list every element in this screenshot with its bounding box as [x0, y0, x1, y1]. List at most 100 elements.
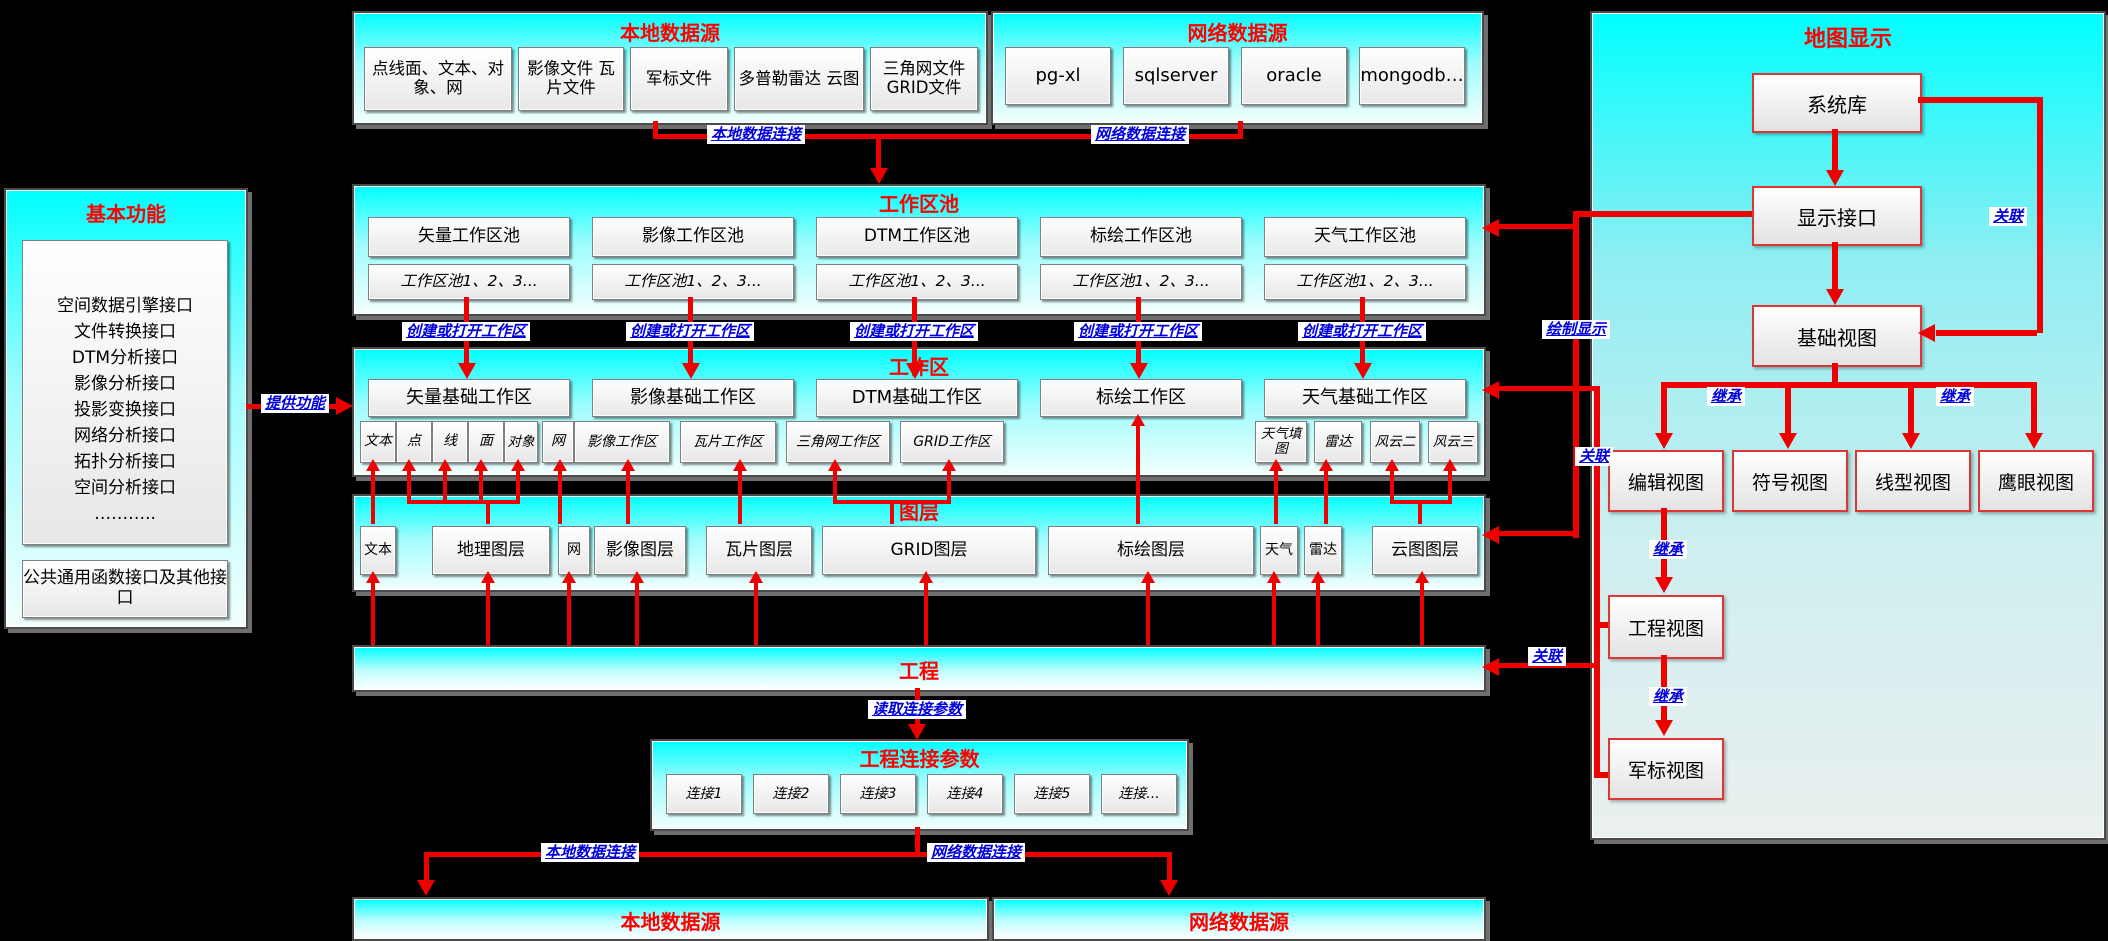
- pool-box: 标绘工作区池: [1040, 217, 1242, 257]
- arrowhead-down: [906, 363, 924, 379]
- arrowhead-up: [749, 571, 763, 583]
- connector-line: [567, 581, 571, 645]
- db-item: oracle: [1241, 47, 1347, 105]
- source-item: 点线面、文本、对象、网: [364, 47, 512, 111]
- source-item: 影像文件 瓦片文件: [518, 47, 624, 111]
- interface-item: 空间分析接口: [74, 478, 176, 498]
- connector-line: [1661, 382, 1667, 434]
- connector-line: [947, 469, 951, 502]
- connector-line: [1274, 469, 1278, 524]
- arrowhead-left: [1482, 658, 1499, 676]
- create-open-label: 创建或打开工作区: [849, 322, 979, 341]
- arrowhead-down: [1779, 433, 1797, 449]
- connector-line: [1136, 424, 1140, 524]
- display-interface-box: 显示接口: [1752, 186, 1922, 246]
- layer-box: GRID图层: [822, 526, 1036, 575]
- connector-line: [915, 827, 920, 855]
- inherit-label: 继承: [1648, 540, 1688, 559]
- arrowhead-up: [402, 459, 416, 471]
- workspace-pool-title: 工作区池: [879, 192, 959, 216]
- project-view-box: 工程视图: [1608, 595, 1724, 659]
- basic-functions-title: 基本功能: [86, 202, 166, 226]
- associate-label: 关联: [1988, 207, 2028, 226]
- arrowhead-up: [1141, 571, 1155, 583]
- arrowhead-down: [417, 880, 435, 896]
- local-conn-label: 本地数据连接: [706, 125, 806, 144]
- db-item: sqlserver: [1123, 47, 1229, 105]
- network-source-bottom-title: 网络数据源: [1189, 910, 1289, 934]
- arrowhead-up: [1267, 571, 1281, 583]
- pool-box: DTM工作区池: [816, 217, 1018, 257]
- connector-line: [1832, 363, 1838, 384]
- create-open-label: 创建或打开工作区: [401, 322, 531, 341]
- connector-line: [424, 852, 1172, 857]
- associate-label: 关联: [1574, 447, 1614, 466]
- connector-line: [738, 469, 742, 524]
- arrowhead-down: [1130, 363, 1148, 379]
- arrowhead-up: [438, 459, 452, 471]
- connector-line: [1272, 581, 1276, 645]
- project-params-title: 工程连接参数: [859, 747, 980, 771]
- arrowhead-left: [1482, 219, 1499, 237]
- arrowhead-up: [553, 459, 567, 471]
- common-functions-box: 公共通用函数接口及其他接口: [22, 560, 228, 618]
- arrowhead-down: [1902, 433, 1920, 449]
- base-view-box: 基础视图: [1752, 305, 1922, 367]
- connector-line: [516, 469, 520, 502]
- db-item: mongodb…: [1359, 47, 1465, 105]
- workspace-sub-box: 天气填图: [1255, 421, 1307, 463]
- connector-line: [1573, 386, 1600, 391]
- connector-line: [1832, 242, 1838, 290]
- symbol-view-box: 符号视图: [1732, 450, 1848, 512]
- connector-line: [876, 137, 881, 169]
- project-params-section: 工程连接参数 连接1 连接2 连接3 连接4 连接5 连接...: [650, 739, 1189, 831]
- arrowhead-left: [1482, 381, 1499, 399]
- db-item: pg-xl: [1005, 47, 1111, 105]
- workspace-main-box: 天气基础工作区: [1264, 379, 1466, 417]
- map-display-title: 地图显示: [1803, 27, 1892, 52]
- connector-line: [1918, 97, 2042, 103]
- layer-box: 天气: [1260, 526, 1298, 575]
- arrowhead-down: [1826, 170, 1844, 186]
- pool-instances-box: 工作区池1、2、3...: [1040, 264, 1242, 300]
- connector-line: [1316, 581, 1320, 645]
- draw-display-label: 绘制显示: [1541, 320, 1611, 339]
- workspace-sub-box: 线: [432, 421, 468, 463]
- interface-list-box: 空间数据引擎接口 文件转换接口 DTM分析接口 影像分析接口 投影变换接口 网络…: [22, 240, 228, 545]
- connector-line: [479, 469, 483, 502]
- arrowhead-down: [1826, 289, 1844, 305]
- arrowhead-down: [458, 363, 476, 379]
- arrowhead-up: [511, 459, 525, 471]
- layer-box: 文本: [360, 526, 396, 575]
- connector-line: [1146, 581, 1150, 645]
- arrowhead-down: [2025, 433, 2043, 449]
- layer-box: 影像图层: [594, 526, 686, 575]
- edit-view-box: 编辑视图: [1608, 450, 1724, 512]
- connector-line: [486, 500, 490, 524]
- connector-line: [443, 469, 447, 502]
- layer-box: 瓦片图层: [706, 526, 812, 575]
- connector-line: [1600, 622, 1608, 628]
- arrowhead-up: [562, 571, 576, 583]
- source-item: 多普勒雷达 云图: [734, 47, 864, 111]
- workspace-main-box: 影像基础工作区: [592, 379, 794, 417]
- workspace-sub-box: 雷达: [1314, 421, 1362, 463]
- arrowhead-up: [1415, 571, 1429, 583]
- connector-line: [1499, 224, 1573, 229]
- interface-item: 拓扑分析接口: [74, 452, 176, 472]
- connector-line: [1499, 386, 1573, 391]
- inherit-label: 继承: [1706, 387, 1746, 406]
- arrowhead-up: [1131, 414, 1145, 426]
- pool-instances-box: 工作区池1、2、3...: [368, 264, 570, 300]
- local-source-bottom-bar: 本地数据源: [352, 897, 989, 941]
- arrowhead-down: [1655, 433, 1673, 449]
- connector-line: [424, 855, 429, 881]
- connector-line: [1420, 581, 1424, 645]
- workspace-sub-box: 点: [396, 421, 432, 463]
- arrowhead-up: [1443, 459, 1457, 471]
- interface-item: DTM分析接口: [71, 348, 179, 368]
- workspace-sub-box: 影像工作区: [574, 421, 670, 463]
- interface-item: 网络分析接口: [74, 426, 176, 446]
- arrowhead-down: [1655, 720, 1673, 736]
- arrowhead-down: [908, 724, 926, 740]
